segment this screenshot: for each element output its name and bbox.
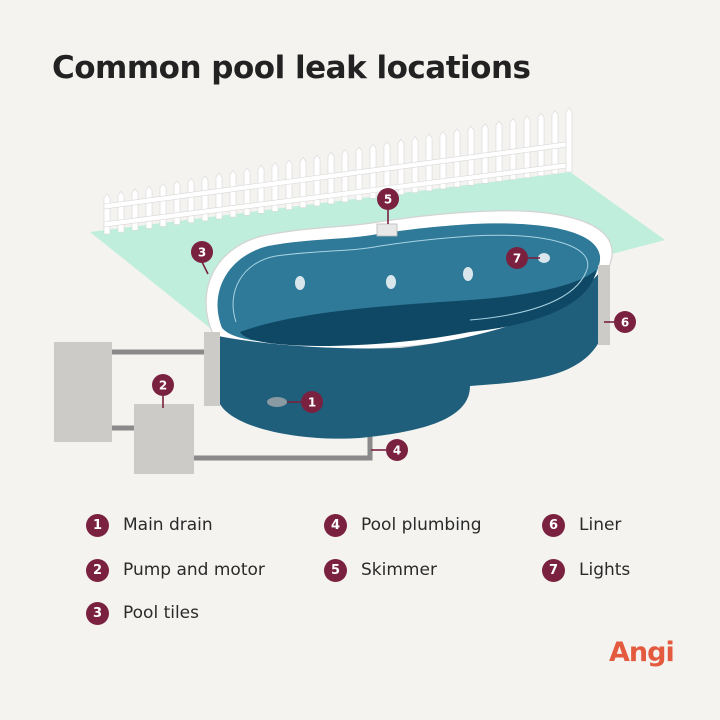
pipes xyxy=(112,349,373,461)
pool-light xyxy=(463,267,473,281)
fence-picket xyxy=(131,188,139,231)
fence-rail xyxy=(103,162,567,228)
marker-7: 7 xyxy=(506,247,528,269)
legend-label: Liner xyxy=(579,515,622,535)
legend-number: 2 xyxy=(86,558,109,582)
marker-6: 6 xyxy=(614,311,636,333)
fence-picket xyxy=(257,164,265,214)
pool-inner-line xyxy=(232,234,589,323)
pool-light xyxy=(295,276,305,290)
legend-number: 4 xyxy=(324,513,347,537)
marker-6-label: 6 xyxy=(621,316,629,330)
marker-5-label: 5 xyxy=(384,193,392,207)
fence-picket xyxy=(565,107,573,173)
marker-7-label: 7 xyxy=(513,252,521,266)
leader-lines xyxy=(162,210,614,451)
marker-3-label: 3 xyxy=(198,246,206,260)
fence-picket xyxy=(145,185,153,229)
marker-3: 3 xyxy=(191,241,213,263)
marker-5: 5 xyxy=(377,188,399,210)
fence-picket xyxy=(537,112,545,177)
legend-label: Pool tiles xyxy=(123,603,200,623)
fence-picket xyxy=(271,162,279,212)
pool-light xyxy=(538,253,550,263)
pool-diagram: 1 2 3 4 5 6 7 xyxy=(54,107,665,474)
marker-2-label: 2 xyxy=(159,379,167,393)
marker-1-label: 1 xyxy=(308,396,316,410)
legend-number: 1 xyxy=(86,513,109,537)
wall-post xyxy=(204,332,220,406)
legend-number: 5 xyxy=(324,558,347,582)
fence-picket xyxy=(285,159,293,210)
legend-label: Pump and motor xyxy=(123,560,265,580)
brand-logo: Angi xyxy=(609,637,675,668)
fence-rail xyxy=(103,141,567,210)
legend-item-pool-tiles: 3 Pool tiles xyxy=(86,600,199,626)
filter-unit xyxy=(54,342,112,442)
legend-label: Skimmer xyxy=(361,560,437,580)
marker-4-label: 4 xyxy=(393,444,401,458)
legend-number: 3 xyxy=(86,601,109,625)
legend-number: 7 xyxy=(542,558,565,582)
skimmer-box xyxy=(376,223,398,237)
marker-4: 4 xyxy=(386,439,408,461)
picket-fence xyxy=(103,107,573,235)
legend-item-pool-plumbing: 4 Pool plumbing xyxy=(324,512,482,538)
fence-picket xyxy=(159,183,167,227)
fence-picket xyxy=(299,157,307,208)
legend-number: 6 xyxy=(542,513,565,537)
marker-1: 1 xyxy=(301,391,323,413)
legend-item-pump-and-motor: 2 Pump and motor xyxy=(86,557,265,583)
page-title: Common pool leak locations xyxy=(52,50,531,86)
pump-unit xyxy=(134,404,194,474)
legend-label: Main drain xyxy=(123,515,213,535)
fence-picket xyxy=(523,115,531,178)
legend-item-main-drain: 1 Main drain xyxy=(86,512,213,538)
legend-item-lights: 7 Lights xyxy=(542,557,630,583)
pool xyxy=(204,210,613,439)
legend-item-liner: 6 Liner xyxy=(542,512,621,538)
fence-picket xyxy=(551,110,559,175)
fence-picket xyxy=(117,190,125,233)
legend-label: Pool plumbing xyxy=(361,515,482,535)
legend-item-skimmer: 5 Skimmer xyxy=(324,557,437,583)
main-drain xyxy=(267,397,287,407)
marker-2: 2 xyxy=(152,374,174,396)
pool-floor xyxy=(240,270,596,346)
fence-picket xyxy=(103,193,111,235)
pool-light xyxy=(386,275,396,289)
wall-post xyxy=(598,265,610,345)
legend-label: Lights xyxy=(579,560,631,580)
